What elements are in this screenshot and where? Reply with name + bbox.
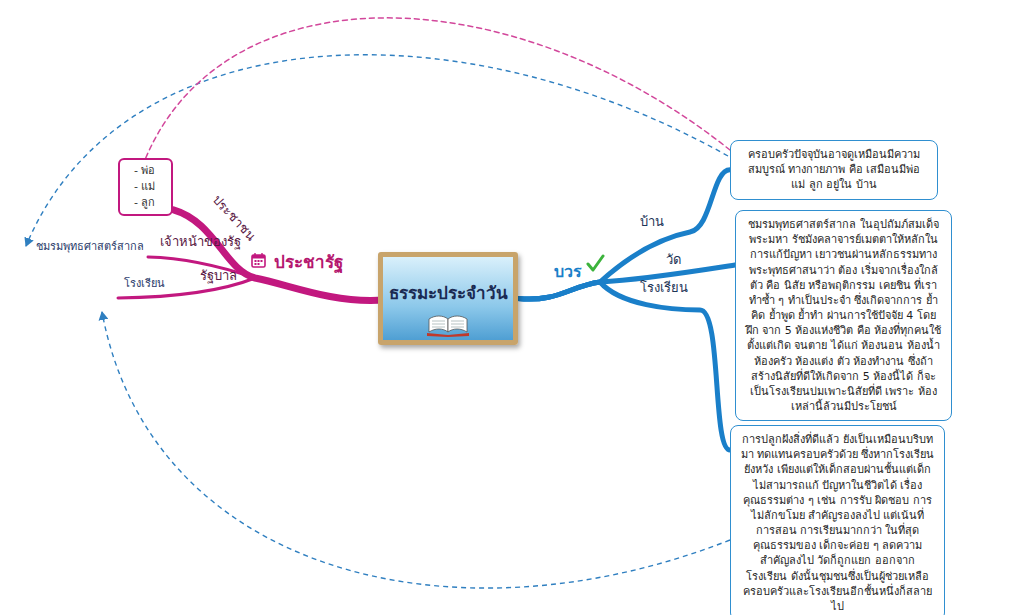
calendar-icon bbox=[252, 253, 265, 267]
leaf-label: ชมรมพุทธศาสตร์สากล bbox=[36, 240, 144, 253]
node-text: - ลูก bbox=[134, 195, 155, 211]
note-box: ครอบครัวปัจจุบันอาจดูเหมือนมีความสมบูรณ์… bbox=[730, 140, 938, 200]
note-box: ชมรมพุทธศาสตร์สากล ในอุปถัมภ์สมเด็จพระมห… bbox=[735, 210, 952, 421]
node-text: - แม่ bbox=[134, 179, 155, 195]
branch-label: บ้าน bbox=[640, 214, 664, 230]
branch-connector bbox=[518, 282, 730, 450]
branch-connector bbox=[173, 210, 378, 301]
branch-connector bbox=[518, 265, 735, 299]
branch-title: ประชารัฐ bbox=[274, 252, 343, 272]
note-box: การปลูกฝังสิ่งที่ดีแล้ว ยังเป็นเหมือนบริ… bbox=[730, 425, 945, 615]
node-text: ชมรมพุทธศาสตร์สากล ในอุปถัมภ์สมเด็จพระมห… bbox=[745, 217, 942, 414]
branch-label: วัด bbox=[666, 252, 681, 268]
family-box: - พ่อ- แม่- ลูก bbox=[118, 158, 173, 216]
node-text: - พ่อ bbox=[134, 163, 155, 179]
dashed-connector bbox=[146, 18, 730, 158]
branch-label: รัฐบาล bbox=[200, 268, 237, 284]
leaf-label: โรงเรียน bbox=[124, 277, 165, 290]
check-mark bbox=[588, 256, 603, 270]
center-board: ธรรมะประจำวัน bbox=[378, 252, 518, 345]
book-icon bbox=[425, 313, 471, 337]
branch-label: เจ้าหน้าของรัฐ bbox=[160, 234, 241, 250]
node-text: ธรรมะประจำวัน bbox=[383, 257, 513, 303]
dashed-leader bbox=[26, 55, 728, 246]
dashed-leader bbox=[102, 312, 730, 588]
node-text: ครอบครัวปัจจุบันอาจดูเหมือนมีความสมบูรณ์… bbox=[740, 147, 928, 193]
branch-title: บวร bbox=[554, 262, 582, 281]
branch-label: โรงเรียน bbox=[640, 280, 688, 296]
node-text: การปลูกฝังสิ่งที่ดีแล้ว ยังเป็นเหมือนบริ… bbox=[740, 432, 935, 614]
